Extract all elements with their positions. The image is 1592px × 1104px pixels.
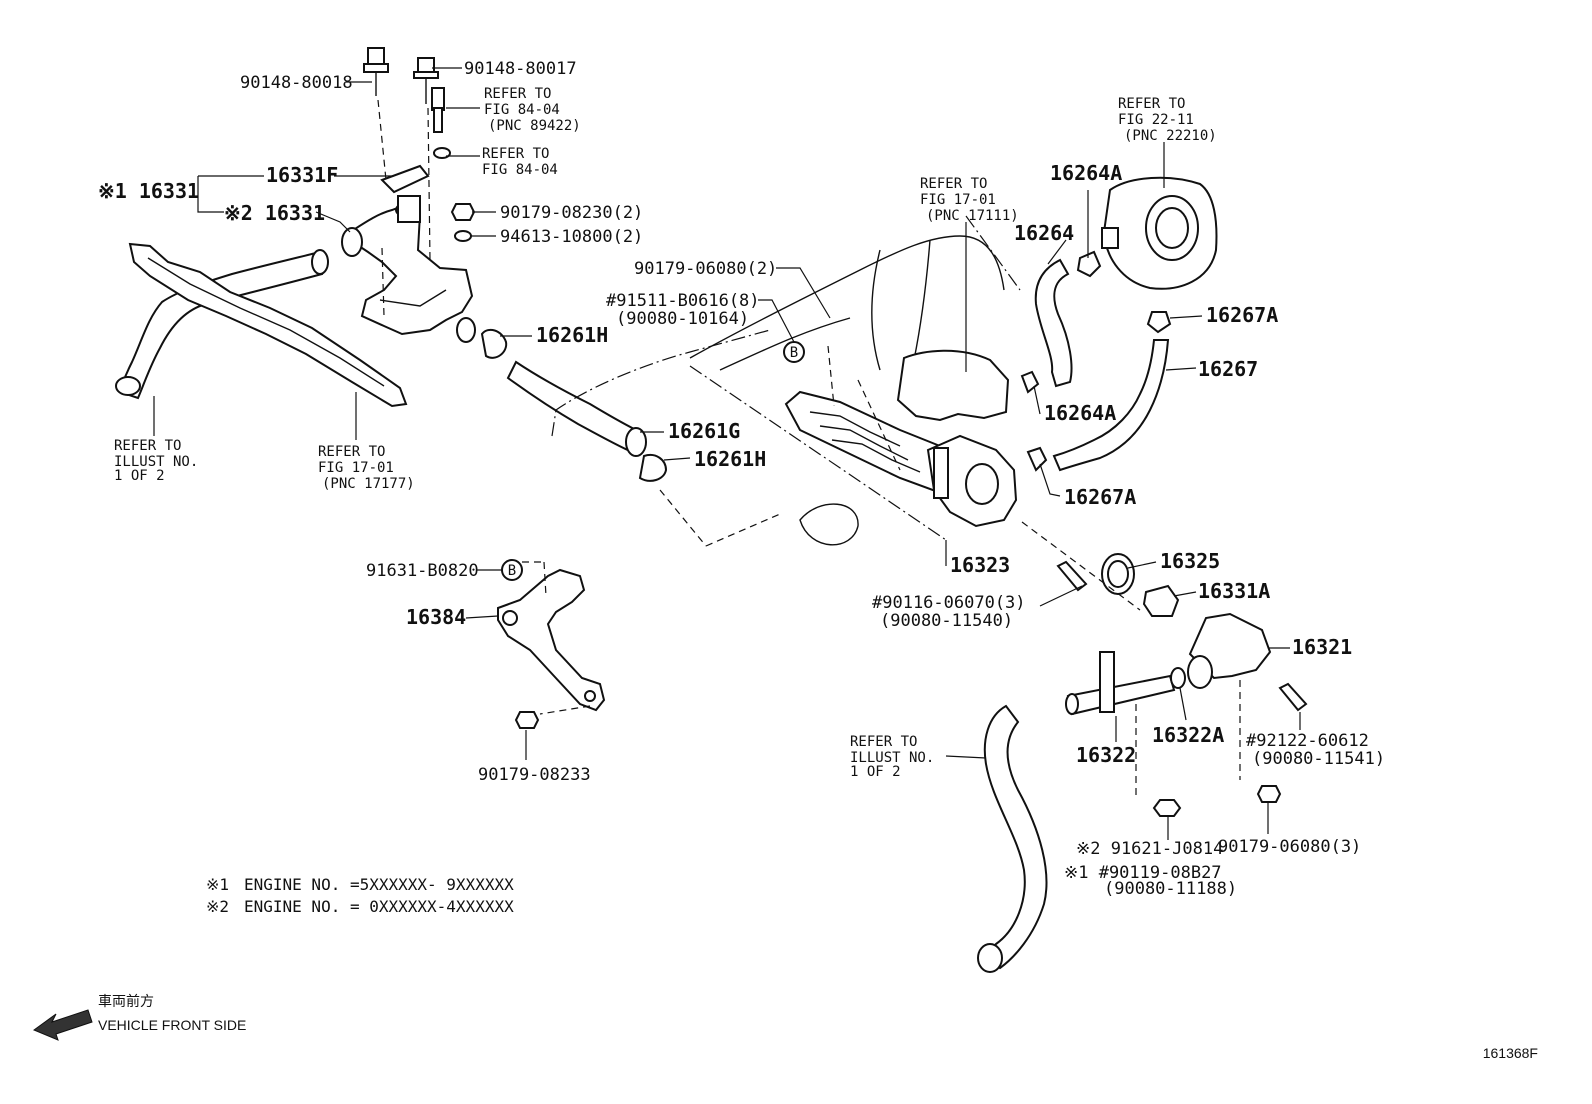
nut-90179-08233-drawing: [514, 711, 540, 729]
label-91631-B0820: 91631-B0820: [366, 561, 479, 581]
water-inlet-housing-drawing: [341, 164, 476, 343]
label-16323: 16323: [950, 553, 1010, 577]
ref-line: REFER TO: [482, 146, 549, 162]
ref-line: ILLUST NO.: [114, 454, 198, 470]
ref-line: REFER TO: [318, 444, 385, 460]
label-16384: 16384: [406, 605, 466, 629]
label-16322: 16322: [1076, 743, 1136, 767]
figure-id: 161368F: [1483, 1045, 1538, 1061]
label-16267: 16267: [1198, 357, 1258, 381]
hose-16264-drawing: [1020, 250, 1102, 394]
label-16267A-upper: 16267A: [1206, 303, 1278, 327]
label-16261G: 16261G: [668, 419, 740, 443]
ref-illust-right: REFER TO ILLUST NO. 1 OF 2: [850, 734, 934, 780]
label-16331-note1: ※1 16331: [98, 179, 199, 203]
label-90179-06080-2: 90179-06080(2): [634, 259, 777, 279]
ref-line: REFER TO: [1118, 96, 1185, 112]
ref-fig-22-11: REFER TO FIG 22-11 (PNC 22210): [1118, 96, 1217, 144]
note-mark: ※1: [206, 875, 229, 894]
callout-b-upper-label: B: [790, 345, 798, 361]
label-90080-11188: (90080-11188): [1104, 879, 1237, 899]
ref-line: FIG 84-04: [484, 102, 560, 118]
ref-line: REFER TO: [850, 734, 917, 750]
engine-notes: ※1 ENGINE NO. =5XXXXXX- 9XXXXXX ※2 ENGIN…: [206, 875, 514, 916]
label-16264A-upper: 16264A: [1050, 161, 1122, 185]
thermostat-parts-drawing: [1021, 521, 1272, 689]
ref-line: 1 OF 2: [850, 764, 901, 780]
ref-illust-left: REFER TO ILLUST NO. 1 OF 2: [114, 438, 198, 484]
radiator-hose-right-drawing: [977, 704, 1048, 973]
callout-b-upper: B: [783, 341, 805, 363]
ref-line: REFER TO: [114, 438, 181, 454]
ref-line: REFER TO: [920, 176, 987, 192]
vehicle-front-jp: 車両前方: [98, 993, 154, 1009]
ref-fig-84-04: REFER TO FIG 84-04: [482, 146, 558, 178]
label-91511-B0616: #91511-B0616(8): [606, 291, 760, 311]
callout-b-lower-label: B: [508, 563, 516, 579]
label-90116-06070: #90116-06070(3): [872, 593, 1026, 613]
exhaust-gasket-drawing: [128, 242, 408, 408]
vehicle-front-arrow-icon: [32, 1009, 93, 1041]
note-mark: ※2: [206, 897, 229, 916]
bolt-91621-drawing: [1152, 799, 1182, 817]
label-16264A-lower: 16264A: [1044, 401, 1116, 425]
hose-16261G-drawing: [480, 328, 668, 482]
ref-line: ILLUST NO.: [850, 750, 934, 766]
bracket-16384-drawing: [497, 561, 606, 715]
vehicle-front-en: VEHICLE FRONT SIDE: [98, 1017, 246, 1033]
label-90119-08B27: ※1 #90119-08B27: [1064, 863, 1222, 883]
label-90179-08230: 90179-08230(2): [500, 203, 643, 223]
ref-line: 1 OF 2: [114, 468, 165, 484]
label-16331A: 16331A: [1198, 579, 1270, 603]
label-92122-60612: #92122-60612: [1246, 731, 1369, 751]
note-text: ENGINE NO. = 0XXXXXX-4XXXXXX: [244, 897, 514, 916]
note-text: ENGINE NO. =5XXXXXX- 9XXXXXX: [244, 875, 514, 894]
label-90080-11541: (90080-11541): [1252, 749, 1385, 769]
label-91621-J0814: ※2 91621-J0814: [1076, 839, 1223, 859]
ref-fig-84-04-pnc: REFER TO FIG 84-04 (PNC 89422): [484, 86, 581, 134]
label-90080-10164: (90080-10164): [616, 309, 749, 329]
label-94613-10800: 94613-10800(2): [500, 227, 643, 247]
label-90179-08233: 90179-08233: [478, 765, 591, 785]
ref-line: (PNC 17111): [926, 208, 1019, 224]
label-90148-80018: 90148-80018: [240, 73, 353, 93]
bolt-90148-80018-drawing: [363, 47, 389, 181]
hose-16267-drawing: [1026, 311, 1172, 472]
water-outlet-drawing: [926, 434, 1018, 528]
label-16267A-lower: 16267A: [1064, 485, 1136, 509]
ref-line: (PNC 17177): [322, 476, 415, 492]
intake-manifold-drawing: [689, 235, 1010, 422]
throttle-body-drawing: [1101, 176, 1218, 290]
ref-line: FIG 84-04: [482, 162, 558, 178]
ref-fig-17-01-pnc-17177: REFER TO FIG 17-01 (PNC 17177): [318, 444, 415, 492]
label-16321: 16321: [1292, 635, 1352, 659]
label-90080-11540: (90080-11540): [880, 611, 1013, 631]
bolt-90148-80017-drawing: [413, 57, 445, 261]
label-16331F: 16331F: [266, 163, 338, 187]
ref-line: FIG 17-01: [920, 192, 996, 208]
label-16264: 16264: [1014, 221, 1074, 245]
label-90148-80017: 90148-80017: [464, 59, 577, 79]
label-90179-06080-3: 90179-06080(3): [1218, 837, 1361, 857]
label-16261H-upper: 16261H: [536, 323, 608, 347]
label-16331-note2: ※2 16331: [224, 201, 325, 225]
label-16261H-lower: 16261H: [694, 447, 766, 471]
ref-line: (PNC 22210): [1124, 128, 1217, 144]
ref-fig-17-01-pnc-17111: REFER TO FIG 17-01 (PNC 17111): [920, 176, 1019, 224]
label-16325: 16325: [1160, 549, 1220, 573]
ref-line: FIG 22-11: [1118, 112, 1194, 128]
callout-b-lower: B: [501, 559, 523, 581]
ref-line: FIG 17-01: [318, 460, 394, 476]
label-16322A: 16322A: [1152, 723, 1224, 747]
ref-line: (PNC 89422): [488, 118, 581, 134]
ref-line: REFER TO: [484, 86, 551, 102]
stud-92122-drawing: [1239, 680, 1308, 803]
pipe-16322-drawing: [1065, 651, 1186, 800]
stud-90116-drawing: [1056, 560, 1088, 592]
